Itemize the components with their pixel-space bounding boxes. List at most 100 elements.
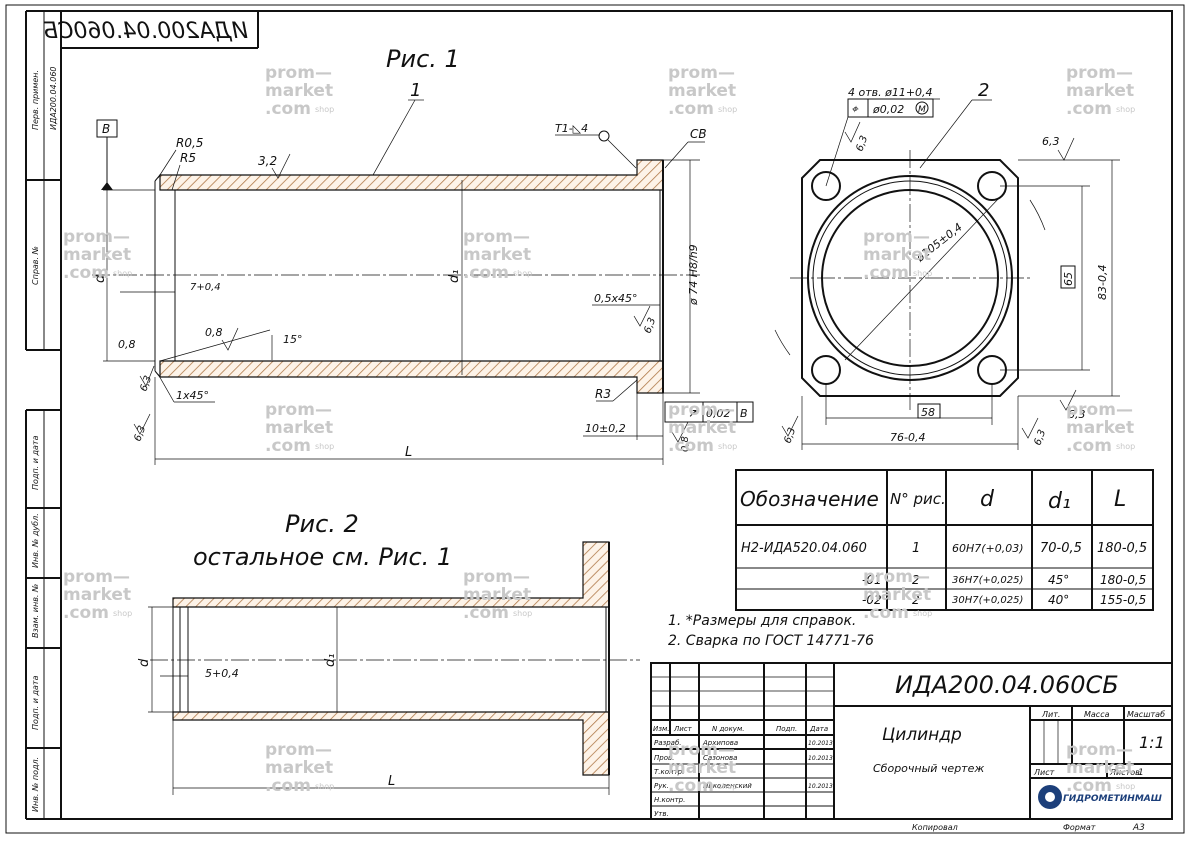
- watermark-text: .com: [265, 776, 311, 796]
- watermark-text: market: [265, 81, 333, 101]
- hole-bl: [811, 355, 841, 385]
- tb-col-doc: N докум.: [712, 725, 744, 733]
- watermark-text: .com: [463, 603, 509, 623]
- tb-name-3: Николенский: [703, 782, 752, 790]
- strip-sprav: Справ. №: [31, 246, 40, 285]
- fr-pos-val: ø0,02: [872, 103, 904, 116]
- fig1-dim-74: ø 74 H8/h9: [687, 244, 700, 306]
- tb-role-0: Разраб.: [654, 739, 682, 747]
- fig1-bottom-wall: [159, 360, 664, 394]
- watermark-text: prom—: [463, 567, 530, 587]
- tb-company: ГИДРОМЕТИНМАШ: [1063, 794, 1162, 804]
- tb-name-1: Сазонова: [703, 754, 737, 762]
- watermark-text: prom—: [1066, 400, 1133, 420]
- watermark-text: market: [463, 585, 531, 605]
- fig1-r5: R5: [180, 151, 196, 165]
- fig1-pos1: 1: [410, 80, 421, 101]
- watermark-shop: shop: [315, 782, 334, 791]
- mirrored-stamp: ИДА200.04.060СБ: [43, 11, 259, 49]
- watermark-text: .com: [1066, 436, 1112, 456]
- watermark-text: market: [668, 81, 736, 101]
- fig1-rough-63-b: 6,3: [642, 316, 658, 335]
- watermark-text: .com: [668, 776, 714, 796]
- watermark-shop: shop: [718, 442, 737, 451]
- tb-date-3: 10.2013: [808, 783, 833, 790]
- fig1-dim-d: d: [93, 274, 108, 283]
- tb-role-5: Утв.: [654, 810, 669, 818]
- watermark-shop: shop: [113, 609, 132, 618]
- fig1-weld-cb: СВ: [690, 127, 707, 141]
- fig1: Рис. 1 1 В d R0,5 R5 3,2 Т1-◺4: [92, 45, 754, 465]
- tb-list: Лист: [1033, 768, 1055, 777]
- tb-format: Формат: [1063, 823, 1096, 832]
- watermark-text: market: [463, 245, 531, 265]
- strip-podp-2: Подп. и дата: [31, 675, 40, 730]
- watermark-text: prom—: [863, 227, 930, 247]
- fr-pos2: 2: [978, 80, 989, 101]
- runout-sym: ↗: [688, 406, 698, 420]
- watermark-text: prom—: [463, 227, 530, 247]
- watermark-text: prom—: [265, 740, 332, 760]
- watermark-text: market: [668, 418, 736, 438]
- fig2-title: Рис. 2: [285, 510, 359, 538]
- fig1-dim-10: 10±0,2: [585, 422, 626, 435]
- note-1: 1. *Размеры для справок.: [668, 613, 856, 629]
- watermark-text: prom—: [1066, 740, 1133, 760]
- fr-dim-76: 76-0,4: [890, 431, 925, 444]
- watermark-text: prom—: [668, 740, 735, 760]
- watermark-text: .com: [63, 603, 109, 623]
- watermark-text: prom—: [668, 400, 735, 420]
- strip-perv-label: Перв. примен.: [31, 70, 40, 130]
- fig1-weld: Т1-◺4: [555, 122, 588, 135]
- tb-massa: Масса: [1084, 710, 1110, 719]
- watermark-text: .com: [668, 436, 714, 456]
- td-2-1: 2: [912, 593, 920, 607]
- fr-rough-br: 6,3: [1032, 428, 1048, 447]
- td-1-1: 2: [912, 573, 920, 587]
- fr-rough-bl: 6,3: [782, 426, 798, 445]
- watermark-shop: shop: [913, 269, 932, 278]
- watermark-text: prom—: [63, 227, 130, 247]
- th-L: L: [1114, 487, 1126, 512]
- watermark-text: market: [63, 585, 131, 605]
- fr-pos-sym: ⌖: [851, 102, 859, 116]
- watermark-text: market: [1066, 81, 1134, 101]
- watermark-shop: shop: [315, 105, 334, 114]
- watermark-text: market: [863, 585, 931, 605]
- watermark-text: prom—: [863, 567, 930, 587]
- fig1-dim-08a: 0,8: [205, 326, 223, 339]
- tb-format-val: А3: [1132, 823, 1145, 833]
- tb-lit: Лит.: [1041, 710, 1060, 719]
- watermark-shop: shop: [1116, 442, 1135, 451]
- watermark-shop: shop: [513, 609, 532, 618]
- note-2: 2. Сварка по ГОСТ 14771-76: [668, 633, 874, 649]
- tb-code: ИДА200.04.060СБ: [895, 671, 1119, 699]
- watermark-text: prom—: [265, 63, 332, 83]
- fig1-angle-15: 15°: [283, 333, 303, 346]
- td-2-4: 155-0,5: [1100, 593, 1146, 607]
- watermark-text: market: [265, 758, 333, 778]
- watermark-shop: shop: [718, 105, 737, 114]
- fig1-r3: R3: [595, 387, 611, 401]
- strip-podp-1: Подп. и дата: [31, 435, 40, 490]
- th-d1: d₁: [1048, 489, 1071, 514]
- watermark-text: market: [1066, 418, 1134, 438]
- watermark-text: prom—: [265, 400, 332, 420]
- watermark-text: .com: [1066, 99, 1112, 119]
- strip-inv-dubl: Инв. № дубл.: [31, 513, 40, 568]
- watermark-text: .com: [265, 436, 311, 456]
- watermark-shop: shop: [718, 782, 737, 791]
- fig1-dim-08b: 0,8: [118, 338, 136, 351]
- tb-doc-type: Сборочный чертеж: [873, 762, 984, 775]
- td-1-0: -01: [862, 573, 882, 587]
- fig2-dim-d1: d₁: [323, 654, 338, 667]
- strip-vzam: Взам. инв. №: [31, 584, 40, 638]
- fr-holes: 4 отв. ø11+0,4: [848, 86, 933, 99]
- runout-val: 0,02: [706, 407, 731, 420]
- tb-date-0: 10.2013: [808, 740, 833, 747]
- fig1-top-wall: [159, 159, 664, 191]
- tb-col-podp: Подп.: [776, 725, 797, 733]
- fig1-r05: R0,5: [176, 136, 203, 150]
- td-0-0: Н2-ИДА520.04.060: [741, 541, 867, 556]
- tb-role-1: Пров.: [654, 754, 674, 762]
